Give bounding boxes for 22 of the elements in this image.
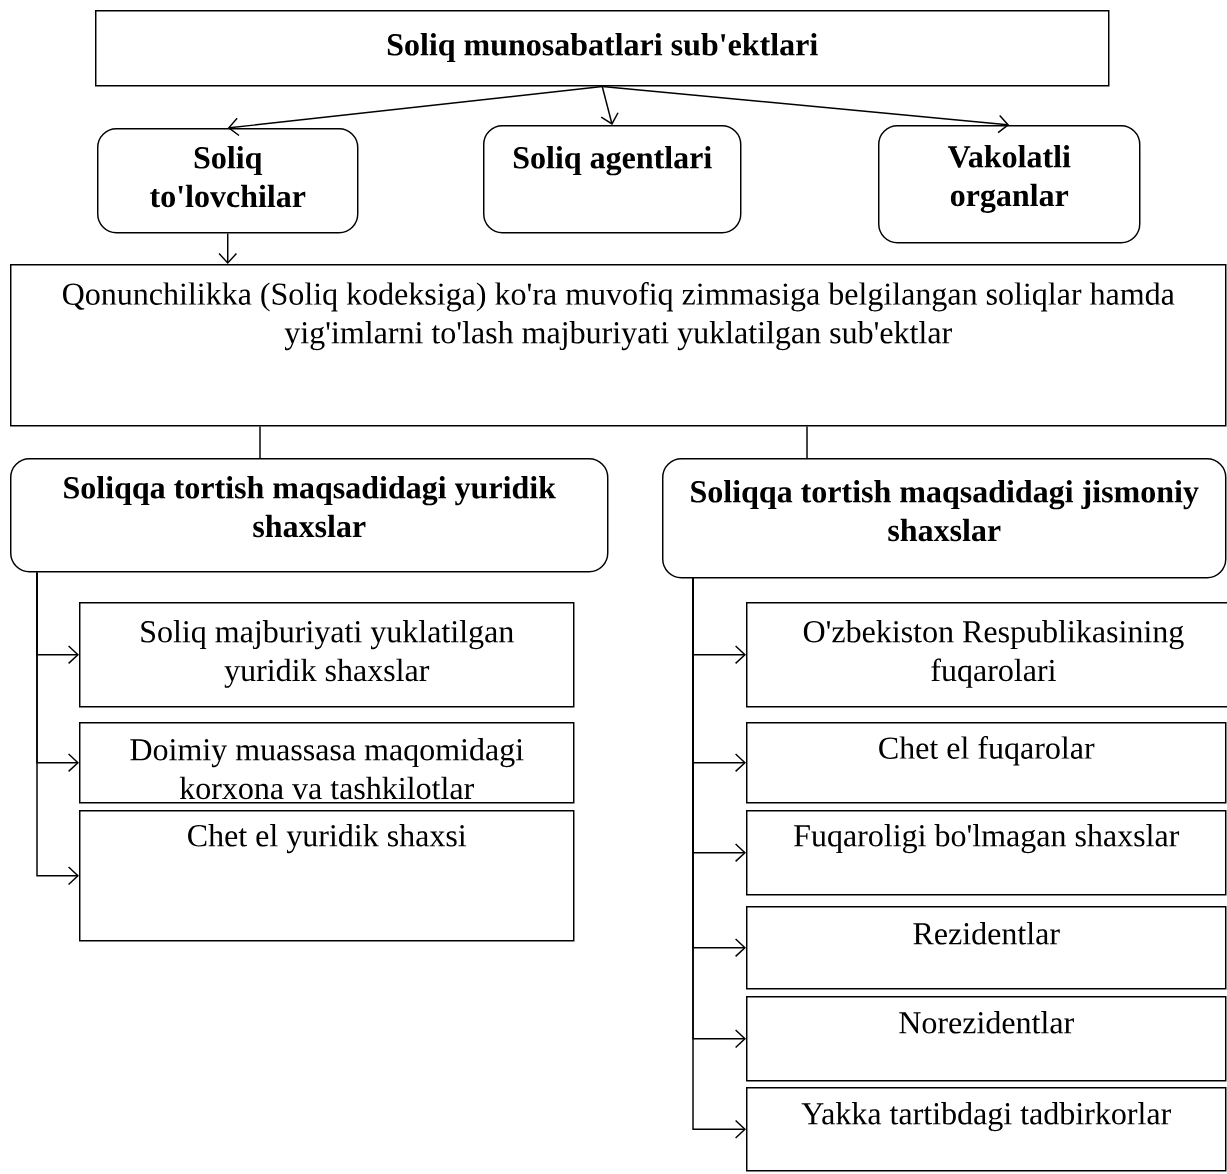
arrow	[36, 571, 79, 886]
rounded-box: Soliq to'lovchilar	[97, 128, 359, 234]
category-box: Rezidentlar	[746, 906, 1227, 990]
category-box: Yakka tartibdagi tadbirkorlar	[746, 1087, 1227, 1172]
category-box: O'zbekiston Respublikasining fuqarolari	[746, 602, 1227, 708]
category-box: Fuqaroligi bo'lmagan shaxslar	[746, 810, 1227, 896]
description-box: Qonunchilikka (Soliq kodeksiga) ko'ra muvofiq zimmasiga belgilangan soliqlar hamda yig'imlarni to'lash majburiyati yuklatilgan sub'ektlar	[10, 264, 1227, 427]
arrow	[218, 232, 238, 264]
title-box: Soliq munosabatlari sub'ektlari	[95, 10, 1110, 87]
rounded-box: Soliqqa tortish maqsadidagi jismoniy shaxslar	[662, 458, 1227, 579]
category-box: Doimiy muassasa maqomidagi korxona va tashkilotlar	[79, 722, 575, 804]
rounded-box: Vakolatli organlar	[878, 125, 1141, 244]
arrow	[600, 85, 619, 125]
rounded-box: Soliq agentlari	[483, 125, 742, 234]
arrow	[227, 85, 603, 137]
category-box: Soliq majburiyati yuklatilgan yuridik shaxslar	[79, 602, 575, 708]
arrow	[692, 577, 747, 1139]
arrow	[601, 85, 1010, 134]
category-box: Chet el yuridik shaxsi	[79, 810, 575, 942]
category-box: Norezidentlar	[746, 996, 1227, 1082]
category-box: Chet el fuqarolar	[746, 722, 1227, 804]
rounded-box: Soliqqa tortish maqsadidagi yuridik shaxslar	[10, 458, 609, 573]
